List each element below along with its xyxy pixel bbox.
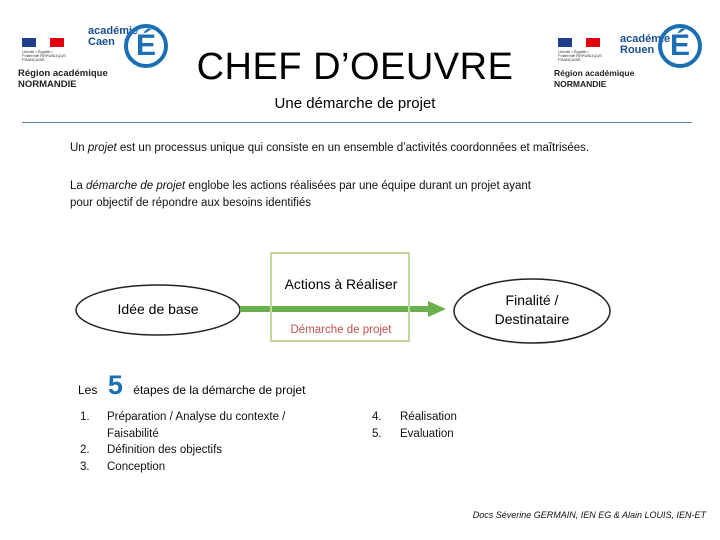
academie-word: académie <box>88 25 139 37</box>
definition-text: pour objectif de répondre aux besoins id… <box>70 197 312 209</box>
idea-label: Idée de base <box>117 301 199 317</box>
actions-box <box>270 252 410 342</box>
definition-demarche: La démarche de projet englobe les action… <box>70 178 670 212</box>
footer-credits: Docs Séverine GERMAIN, IEN EG & Alain LO… <box>472 510 706 520</box>
region-line1: Région académique <box>18 68 108 79</box>
list-item: 1. Préparation / Analyse du contexte / F… <box>80 409 340 442</box>
steps-les: Les <box>78 383 98 397</box>
steps-label: étapes de la démarche de projet <box>133 383 306 397</box>
list-item-line: Préparation / Analyse du contexte / <box>107 411 286 423</box>
list-item-number: 4. <box>372 411 382 423</box>
academie-e-icon: É <box>658 24 702 68</box>
approach-label: Démarche de projet <box>290 324 392 336</box>
region-line2: NORMANDIE <box>554 79 607 89</box>
definition-text: La <box>70 180 86 192</box>
list-item-text: Evaluation <box>400 427 454 440</box>
page-title: CHEF D’OEUVRE <box>196 46 514 88</box>
list-item-text: Préparation / Analyse du contexte / Fais… <box>107 409 285 442</box>
definition-text: Un <box>70 142 88 154</box>
process-diagram <box>75 278 611 344</box>
republique-francaise-mark: Liberté • Égalité • Fraternité RÉPUBLIQU… <box>554 34 604 62</box>
republique-francaise-mark: Liberté • Égalité • Fraternité RÉPUBLIQU… <box>18 34 68 62</box>
list-item-number: 2. <box>80 444 90 456</box>
definition-text: est un processus unique qui consiste en … <box>116 142 590 154</box>
region-label: Région académique NORMANDIE <box>18 68 108 90</box>
list-item-text: Réalisation <box>400 411 457 423</box>
logo-academie-rouen: Liberté • Égalité • Fraternité RÉPUBLIQU… <box>554 14 714 89</box>
academie-label: académie Caen <box>88 26 138 48</box>
arrow-head <box>428 301 446 317</box>
list-item: 2. Définition des objectifs <box>80 442 340 459</box>
list-item-number: 1. <box>80 411 90 423</box>
header-divider <box>22 122 692 123</box>
academie-city: Rouen <box>620 44 655 56</box>
definition-term: démarche de projet <box>86 180 186 192</box>
page-subtitle: Une démarche de projet <box>274 95 436 112</box>
final-line2: Destinataire <box>494 311 570 327</box>
region-line1: Région académique <box>554 68 635 78</box>
steps-count: 5 <box>107 370 123 400</box>
final-label: Finalité / Destinataire <box>456 291 608 329</box>
definition-term: projet <box>87 142 117 154</box>
academie-word: académie <box>620 33 671 45</box>
rf-motto: Liberté • Égalité • Fraternité RÉPUBLIQU… <box>22 49 67 62</box>
steps-heading: Les 5 étapes de la démarche de projet <box>78 370 305 400</box>
final-ellipse <box>453 278 611 344</box>
rf-motto: Liberté • Égalité • Fraternité RÉPUBLIQU… <box>558 49 603 62</box>
definition-text: englobe les actions réalisées par une éq… <box>185 180 531 192</box>
french-flag-icon <box>22 38 64 47</box>
list-item-text: Définition des objectifs <box>107 444 223 456</box>
region-line2: NORMANDIE <box>18 79 77 90</box>
academie-label: académie Rouen <box>620 34 670 56</box>
list-item-line: Faisabilité <box>107 427 159 440</box>
list-item-number: 3. <box>80 460 90 473</box>
region-label: Région académique NORMANDIE <box>554 68 634 90</box>
steps-list-right: 4. Réalisation 5. Evaluation <box>372 409 532 442</box>
actions-label: Actions à Réaliser <box>284 276 398 292</box>
french-flag-icon <box>558 38 600 47</box>
logo-academie-caen: Liberté • Égalité • Fraternité RÉPUBLIQU… <box>18 14 178 90</box>
definition-projet: Un projet est un processus unique qui co… <box>70 140 700 157</box>
list-item-number: 5. <box>372 427 382 440</box>
steps-list-left: 1. Préparation / Analyse du contexte / F… <box>80 409 340 475</box>
list-item-text: Conception <box>107 460 166 473</box>
academie-city: Caen <box>88 36 115 48</box>
final-line1: Finalité / <box>505 292 559 308</box>
list-item: 5. Evaluation <box>372 426 532 443</box>
academie-e-icon: É <box>124 24 168 68</box>
list-item: 3. Conception <box>80 459 340 476</box>
list-item: 4. Réalisation <box>372 409 532 426</box>
